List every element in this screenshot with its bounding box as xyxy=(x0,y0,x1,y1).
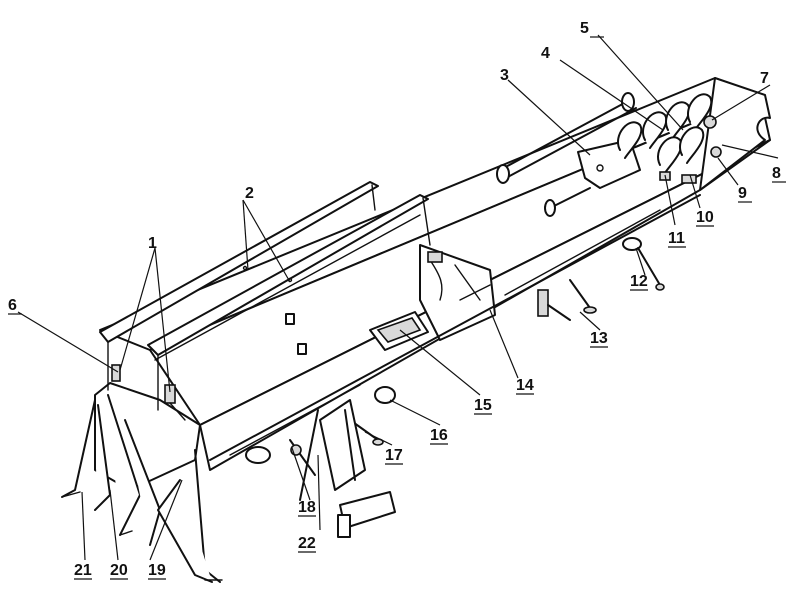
callout-11: 11 xyxy=(668,230,685,247)
callout-18: 18 xyxy=(298,499,316,516)
callout-19: 19 xyxy=(148,562,166,579)
callouts: 1 2 3 4 5 6 7 8 9 10 11 12 13 14 15 16 1… xyxy=(8,20,781,579)
callout-8: 8 xyxy=(772,165,781,182)
callout-21: 21 xyxy=(74,562,92,579)
callout-underlines xyxy=(8,36,786,580)
shafts xyxy=(496,92,637,217)
side-boards xyxy=(99,181,431,411)
underside-mechanism xyxy=(209,194,701,538)
callout-3: 3 xyxy=(500,67,509,84)
spiral-tines xyxy=(617,93,722,184)
callout-9: 9 xyxy=(738,185,747,202)
leader-lines xyxy=(17,34,779,561)
callout-20: 20 xyxy=(110,562,128,579)
callout-5: 5 xyxy=(580,20,589,37)
callout-6: 6 xyxy=(8,297,17,314)
callout-10: 10 xyxy=(696,209,714,226)
callout-16: 16 xyxy=(430,427,448,444)
callout-4: 4 xyxy=(541,45,550,62)
callout-13: 13 xyxy=(590,330,608,347)
callout-17: 17 xyxy=(385,447,403,464)
callout-15: 15 xyxy=(474,397,492,414)
callout-12: 12 xyxy=(630,273,648,290)
callout-1: 1 xyxy=(148,235,157,252)
callout-14: 14 xyxy=(516,377,534,394)
callout-7: 7 xyxy=(760,70,769,87)
callout-2: 2 xyxy=(245,185,254,202)
legs xyxy=(61,394,223,583)
callout-22: 22 xyxy=(298,535,316,552)
upright-brackets xyxy=(111,364,186,421)
